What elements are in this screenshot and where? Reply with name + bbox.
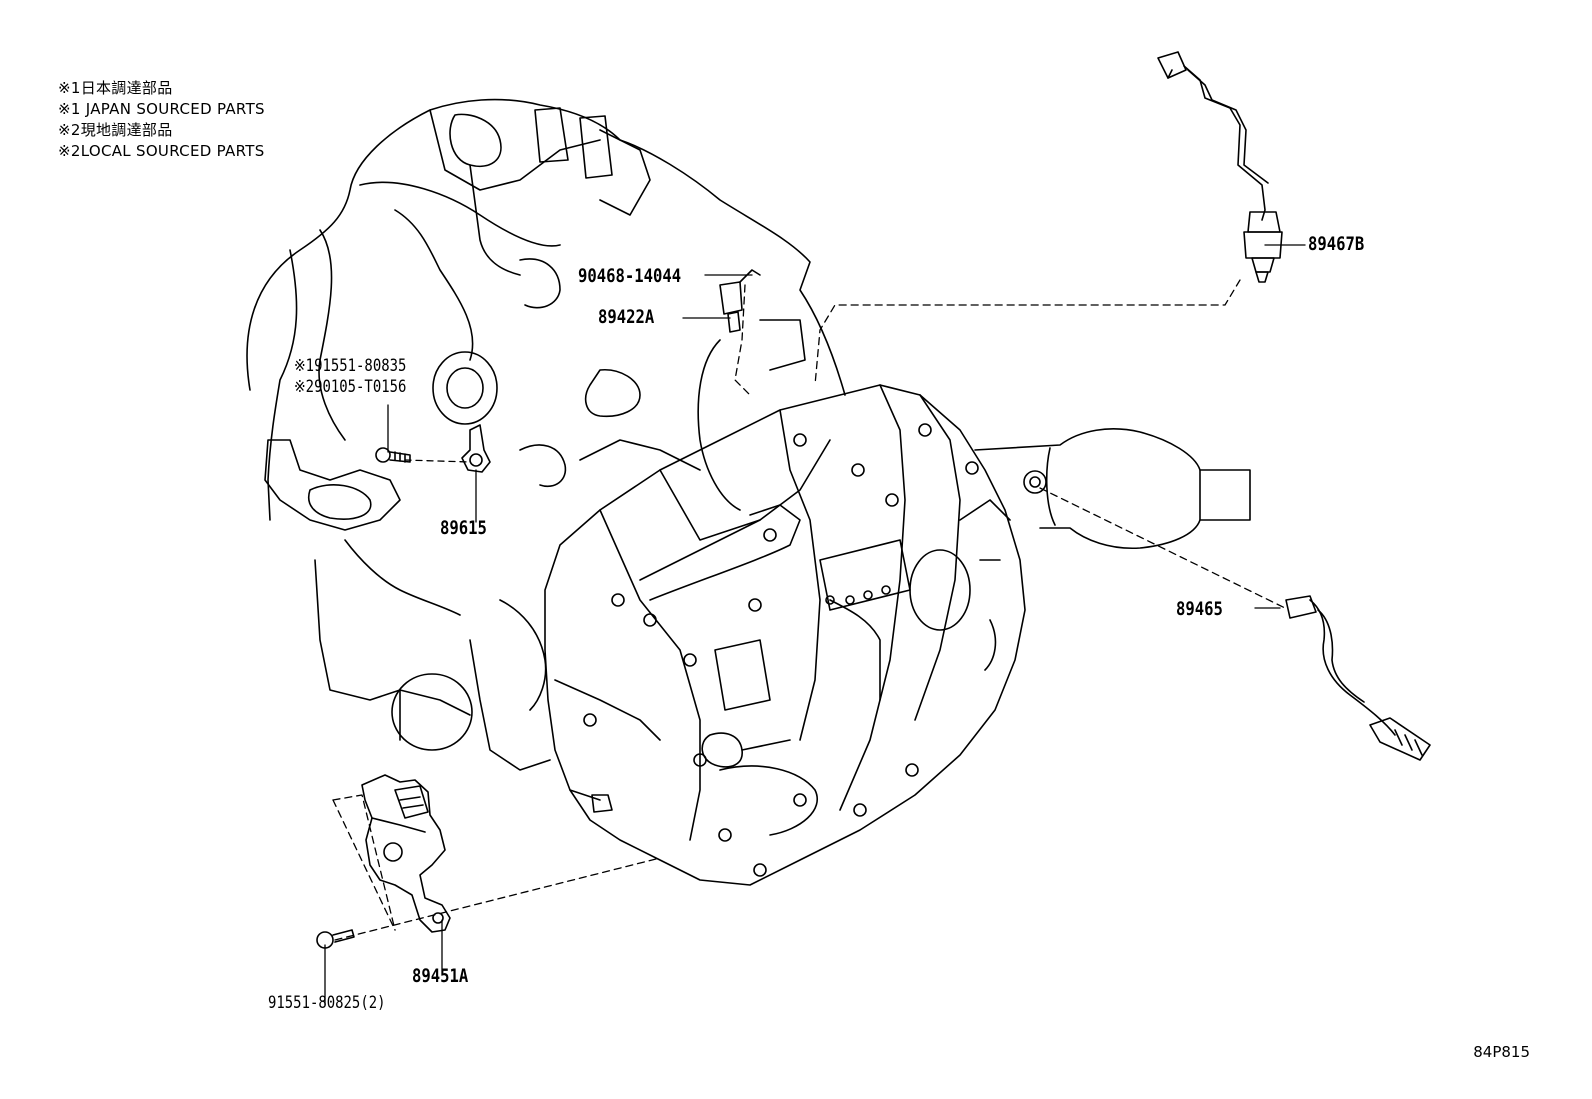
figure-code: 84P815 bbox=[1473, 1043, 1530, 1061]
switch-89451a bbox=[361, 774, 451, 933]
sensor-89615 bbox=[461, 424, 491, 473]
part-label-89422a[interactable]: 89422A bbox=[598, 306, 655, 328]
part-label-90105-t0156[interactable]: ※290105-T0156 bbox=[294, 377, 407, 397]
note-japan-en: ※1 JAPAN SOURCED PARTS bbox=[58, 100, 265, 118]
part-label-89465[interactable]: 89465 bbox=[1176, 598, 1223, 620]
part-label-90468-14044[interactable]: 90468-14044 bbox=[578, 265, 682, 287]
sensor-89422a bbox=[719, 269, 761, 333]
drive-shaft bbox=[974, 428, 1251, 550]
bolt-91551-80825 bbox=[316, 929, 355, 949]
notes-block: ※1日本調達部品 ※1 JAPAN SOURCED PARTS ※2現地調達部品… bbox=[58, 78, 265, 162]
oxygen-sensor-89467b bbox=[1157, 51, 1283, 283]
oxygen-sensor-89465 bbox=[1285, 595, 1431, 761]
note-local-en: ※2LOCAL SOURCED PARTS bbox=[58, 142, 265, 160]
leader-lines bbox=[324, 244, 1306, 1006]
part-label-91551-80825[interactable]: 91551-80825(2) bbox=[268, 993, 386, 1013]
note-local-jp: ※2現地調達部品 bbox=[58, 121, 173, 139]
note-japan-jp: ※1日本調達部品 bbox=[58, 79, 173, 97]
part-label-91551-80835[interactable]: ※191551-80835 bbox=[294, 356, 407, 376]
transmission-case bbox=[544, 384, 1026, 886]
bolt-91551-80835 bbox=[375, 447, 411, 463]
part-label-89467b[interactable]: 89467B bbox=[1308, 233, 1365, 255]
part-label-89451a[interactable]: 89451A bbox=[412, 965, 469, 987]
part-label-89615[interactable]: 89615 bbox=[440, 517, 487, 539]
engine-block bbox=[246, 98, 846, 771]
